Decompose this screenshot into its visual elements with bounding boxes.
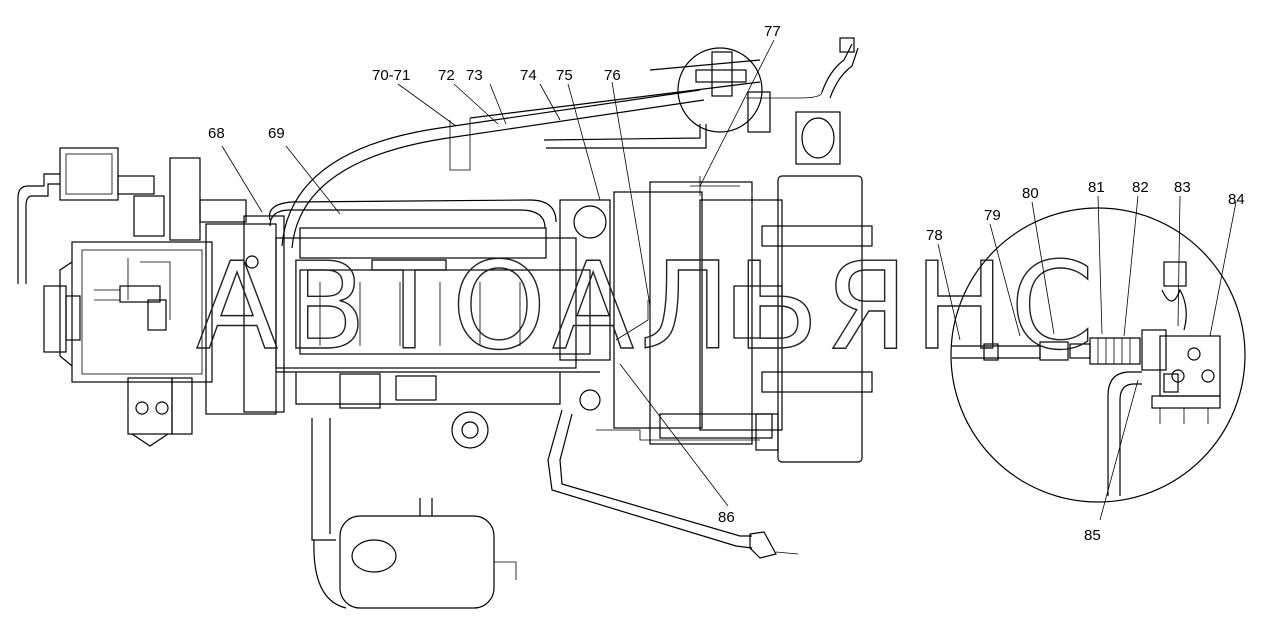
muffler bbox=[761, 111, 873, 463]
callout-79: 79 bbox=[984, 207, 1001, 224]
callout-labels: 68 69 70-71 72 73 74 75 76 77 78 79 80 8… bbox=[208, 23, 1245, 544]
engine-block bbox=[205, 199, 611, 541]
callout-72: 72 bbox=[438, 67, 455, 84]
callout-70-71: 70-71 bbox=[372, 67, 410, 84]
watermark-text: АВТОАЛЬЯНС bbox=[196, 238, 1100, 377]
callout-82: 82 bbox=[1132, 179, 1149, 196]
callout-77: 77 bbox=[764, 23, 781, 40]
callout-80: 80 bbox=[1022, 185, 1039, 202]
callout-69: 69 bbox=[268, 125, 285, 142]
leader-lines bbox=[221, 39, 1237, 521]
callout-73: 73 bbox=[466, 67, 483, 84]
callout-74: 74 bbox=[520, 67, 537, 84]
callout-83: 83 bbox=[1174, 179, 1191, 196]
callout-85: 85 bbox=[1084, 527, 1101, 544]
radiator bbox=[613, 176, 783, 451]
callout-68: 68 bbox=[208, 125, 225, 142]
callout-78: 78 bbox=[926, 227, 943, 244]
air-filter bbox=[313, 498, 517, 609]
callout-75: 75 bbox=[556, 67, 573, 84]
callout-81: 81 bbox=[1088, 179, 1105, 196]
callout-76: 76 bbox=[604, 67, 621, 84]
callout-86: 86 bbox=[718, 509, 735, 526]
detail-circle-top bbox=[677, 47, 763, 133]
callout-84: 84 bbox=[1228, 191, 1245, 208]
gearbox bbox=[17, 147, 247, 447]
